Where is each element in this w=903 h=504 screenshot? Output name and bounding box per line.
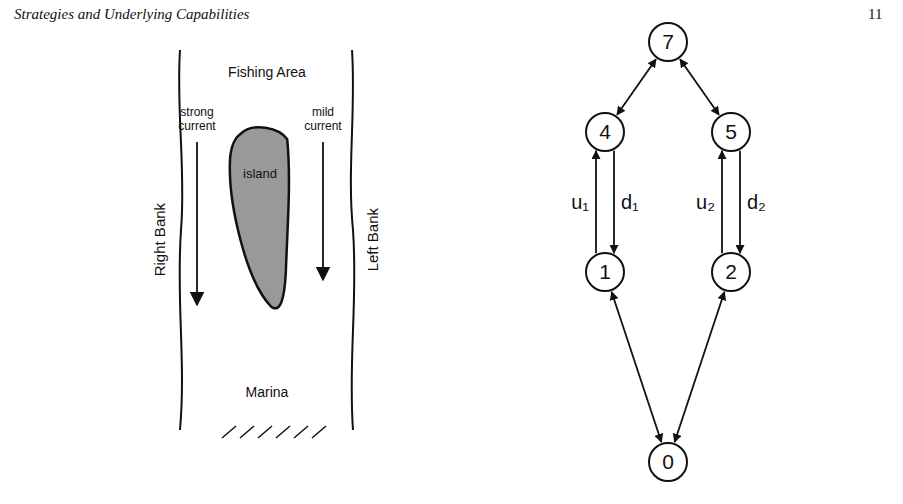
transition-arrow bbox=[612, 292, 662, 442]
bank-label: Left Bank bbox=[364, 208, 381, 271]
left-bank-line bbox=[351, 50, 355, 430]
action-label: d₂ bbox=[746, 191, 767, 214]
island-label: island bbox=[243, 166, 277, 181]
state-circle: 5 bbox=[711, 112, 751, 152]
transition-arrow bbox=[675, 292, 725, 442]
state-number: 0 bbox=[662, 450, 674, 474]
mild-current-arrow bbox=[322, 142, 324, 280]
state-circle: 7 bbox=[648, 22, 688, 62]
state-number: 2 bbox=[725, 260, 737, 284]
action-label: u₁ bbox=[570, 191, 590, 214]
transition-arrow bbox=[617, 59, 656, 115]
transition-arrow bbox=[739, 151, 741, 253]
transition-arrow bbox=[613, 151, 615, 253]
action-label: d₁ bbox=[620, 191, 640, 214]
island-shape: island bbox=[226, 124, 294, 314]
transition-arrow bbox=[595, 151, 597, 253]
transition-arrow bbox=[680, 59, 719, 115]
state-circle: 2 bbox=[711, 252, 751, 292]
marina-docks bbox=[222, 426, 326, 438]
state-circle: 0 bbox=[648, 442, 688, 482]
state-number: 1 bbox=[599, 260, 611, 284]
current-label: mild current bbox=[303, 106, 343, 134]
area-label: Marina bbox=[246, 384, 289, 400]
running-header: Strategies and Underlying Capabilities bbox=[14, 6, 249, 23]
state-number: 7 bbox=[662, 30, 674, 54]
island-outline bbox=[226, 124, 294, 314]
transition-arrow bbox=[721, 151, 723, 253]
state-number: 5 bbox=[725, 120, 737, 144]
state-circle: 1 bbox=[585, 252, 625, 292]
action-label: u₂ bbox=[695, 191, 716, 214]
area-label: Fishing Area bbox=[228, 64, 306, 80]
current-label: strong current bbox=[172, 106, 222, 134]
state-number: 4 bbox=[599, 120, 611, 144]
state-circle: 4 bbox=[585, 112, 625, 152]
page-number: 11 bbox=[868, 6, 882, 23]
strong-current-arrow bbox=[196, 142, 198, 305]
bank-label: Right Bank bbox=[151, 203, 168, 276]
